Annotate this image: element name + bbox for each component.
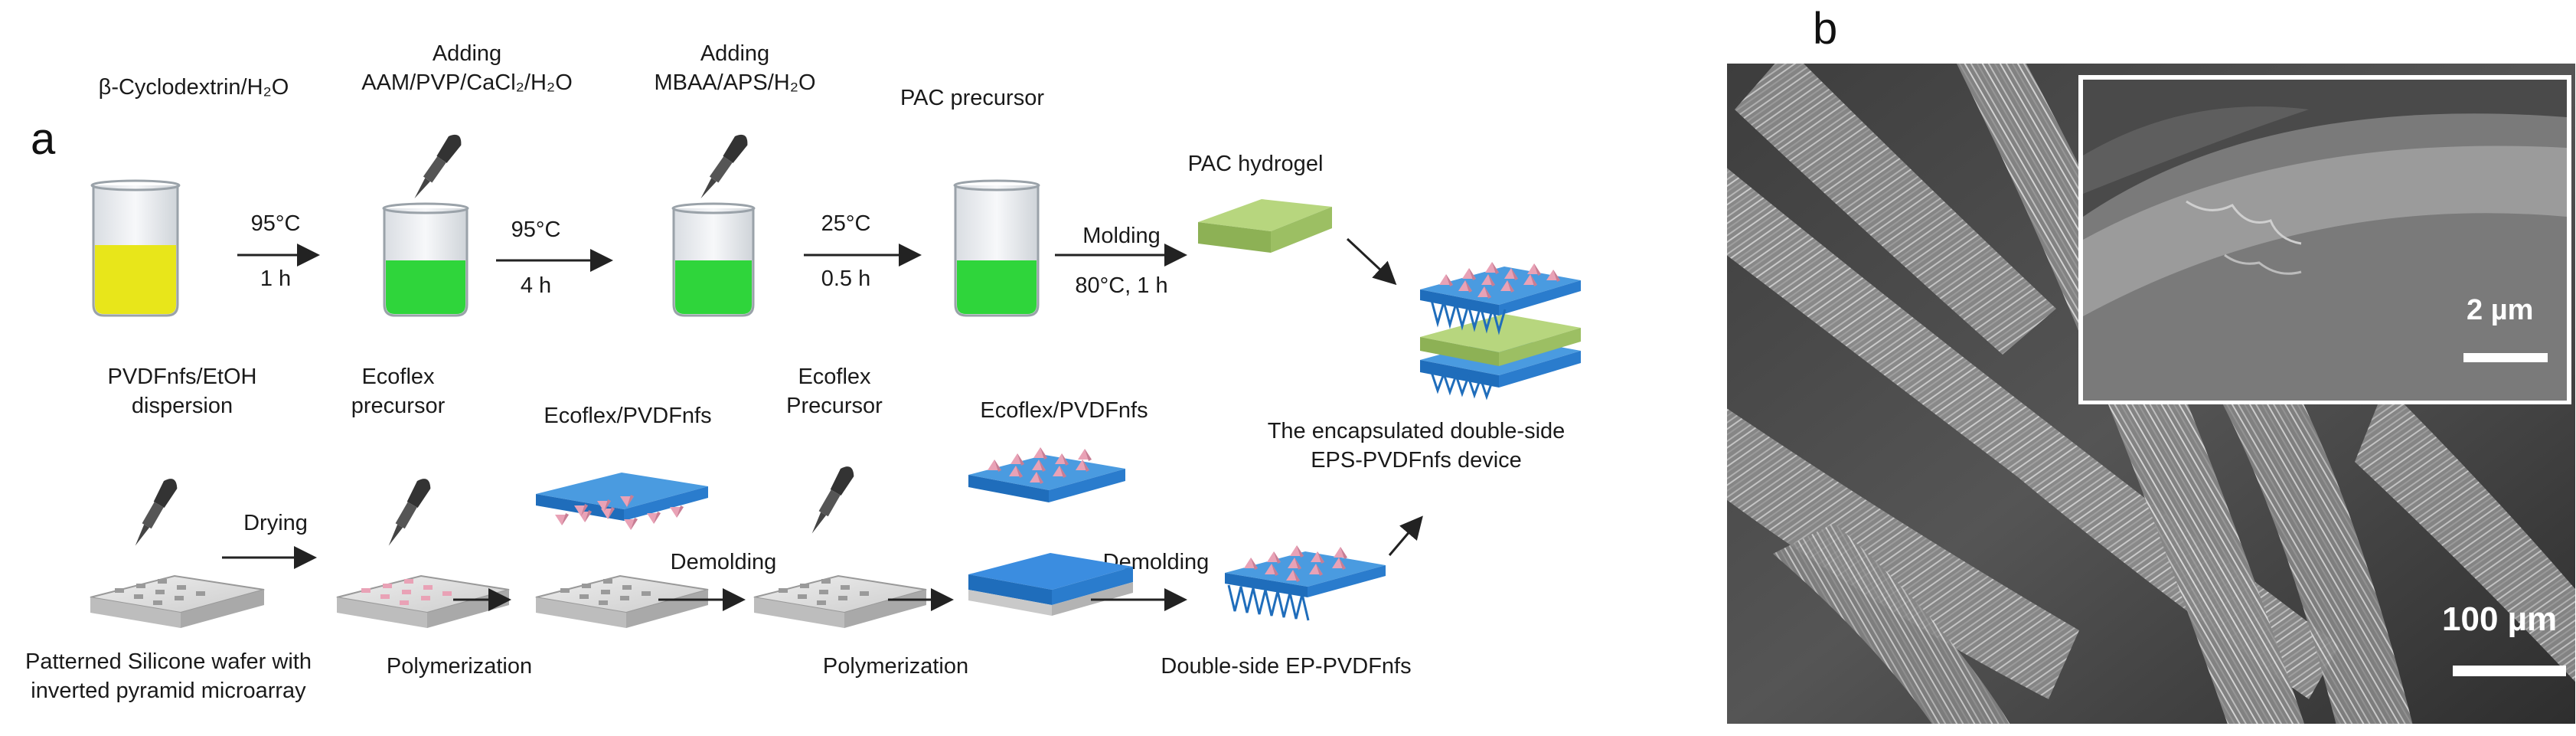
precursor-label-2: Precursor xyxy=(786,394,883,418)
ecoflex-pvdf-slab-1 xyxy=(536,473,708,530)
inset-scale-label: 2 µm xyxy=(2467,294,2534,326)
arrow1-temp: 95°C xyxy=(250,211,301,236)
pac-hydrogel-label: PAC hydrogel xyxy=(1187,152,1324,176)
dispersion-label: dispersion xyxy=(131,394,233,418)
sem-image-main xyxy=(1727,64,2575,724)
blue-slab-on-wafer xyxy=(968,553,1133,616)
dropper-icon xyxy=(694,131,751,203)
double-side-ep-pvdfnfs xyxy=(1225,545,1386,621)
wafer-caption-2: inverted pyramid microarray xyxy=(31,679,306,703)
silicone-wafer-2 xyxy=(336,574,510,628)
dropper-icon xyxy=(129,476,181,550)
arrow3-temp: 25°C xyxy=(821,211,871,236)
mbaa-aps-label: MBAA/APS/H₂O xyxy=(654,70,816,95)
beaker-betacd xyxy=(90,179,181,317)
dropper-icon xyxy=(408,131,465,203)
fabrication-schematic xyxy=(90,131,1581,628)
green-solution-3 xyxy=(957,260,1037,314)
main-scale-label: 100 µm xyxy=(2442,600,2558,638)
adding-label-2: Adding xyxy=(700,41,770,66)
wafer-caption-1: Patterned Silicone wafer with xyxy=(25,649,312,674)
silicone-wafer-4 xyxy=(753,574,927,628)
arrow2-time: 4 h xyxy=(520,273,552,298)
yellow-solution xyxy=(95,245,176,314)
ecoflex-pvdfnfs-label-2: Ecoflex/PVDFnfs xyxy=(980,398,1148,423)
polymerization-label-2: Polymerization xyxy=(822,654,969,679)
panel-a-label: a xyxy=(31,114,56,164)
polymerization-label-1: Polymerization xyxy=(386,654,533,679)
silicone-wafer-3 xyxy=(535,574,709,628)
green-solution-2 xyxy=(675,260,752,314)
beta-cyclodextrin-label: β-Cyclodextrin/H₂O xyxy=(98,75,289,100)
ecoflex-pvdf-slab-2 xyxy=(968,447,1125,502)
dropper-icon xyxy=(382,476,434,550)
beaker-aam xyxy=(382,202,469,317)
main-scale-bar xyxy=(2453,666,2566,676)
beaker-mbaa xyxy=(671,202,756,317)
pvdfnfs-etoh-label: PVDFnfs/EtOH xyxy=(107,365,257,389)
adding-label-1: Adding xyxy=(432,41,502,66)
device-label-1: The encapsulated double-side xyxy=(1267,419,1566,443)
arrow4-molding: Molding xyxy=(1082,224,1161,248)
arrow4-conditions: 80°C, 1 h xyxy=(1075,273,1168,298)
arrow-to-device xyxy=(1346,237,1397,286)
arrow3-time: 0.5 h xyxy=(821,267,871,291)
encapsulated-device xyxy=(1420,262,1581,401)
ecoflex-pvdfnfs-label-1: Ecoflex/PVDFnfs xyxy=(544,404,712,428)
device-label-2: EPS-PVDFnfs device xyxy=(1311,448,1522,473)
inset-scale-bar xyxy=(2463,353,2548,362)
demolding-label-1: Demolding xyxy=(670,550,777,574)
double-side-ep-label: Double-side EP-PVDFnfs xyxy=(1161,654,1412,679)
green-solution-1 xyxy=(386,260,465,314)
arrow1-time: 1 h xyxy=(260,267,292,291)
silicone-wafer-1 xyxy=(90,574,265,628)
pac-precursor-label: PAC precursor xyxy=(899,86,1045,110)
drying-label: Drying xyxy=(243,511,308,535)
ecoflex-label-1: Ecoflex xyxy=(361,365,435,389)
pac-hydrogel-slab xyxy=(1198,199,1332,253)
dropper-icon xyxy=(805,463,857,538)
beaker-pac-precursor xyxy=(953,179,1040,317)
sem-inset xyxy=(2078,75,2571,404)
arrow-to-device-2 xyxy=(1388,515,1423,556)
panel-b-label: b xyxy=(1813,4,1838,54)
ecoflex-label-2: Ecoflex xyxy=(798,365,871,389)
aam-pvp-label: AAM/PVP/CaCl₂/H₂O xyxy=(361,70,573,95)
arrow2-temp: 95°C xyxy=(511,218,561,242)
precursor-label-1: precursor xyxy=(351,394,446,418)
